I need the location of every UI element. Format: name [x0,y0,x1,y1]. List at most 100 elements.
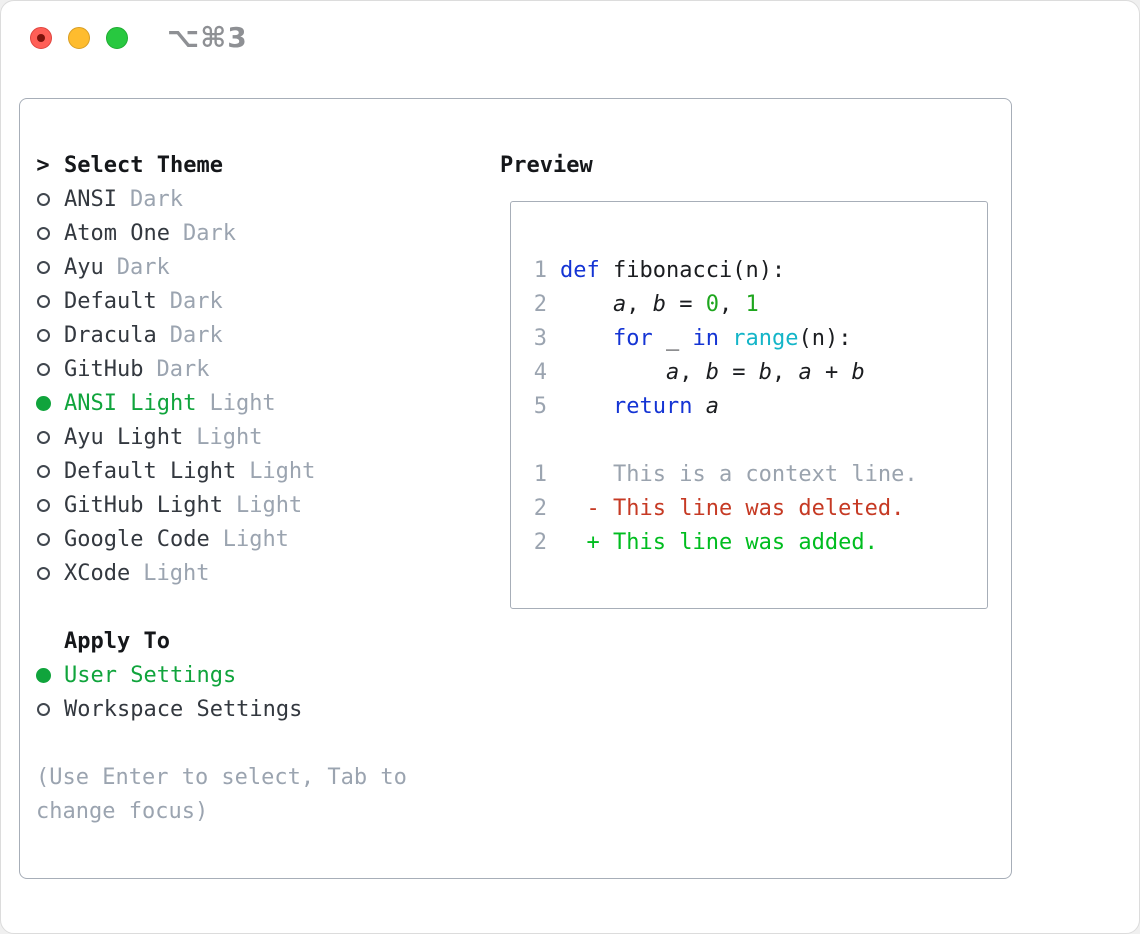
code-token: , [679,360,706,385]
code-token: (n): [798,326,852,351]
theme-option[interactable]: Ayu Light Light [36,420,486,454]
code-token: return [612,394,693,419]
line-number: 2 [533,496,547,521]
code-token [692,394,705,419]
code-token [560,326,613,351]
code-token: = [665,292,706,317]
code-token: _ [652,326,693,351]
line-number: 4 [533,360,547,385]
radio-unselected-icon [36,294,50,308]
theme-option[interactable]: GitHub Light Light [36,488,486,522]
radio-unselected-icon [36,702,50,716]
radio-selected-icon [35,395,51,411]
code-token: + [811,360,852,385]
theme-name: Ayu [64,254,104,280]
code-token: 0 [705,292,719,317]
radio-cell [36,294,50,308]
theme-variant-label: Light [235,492,303,518]
apply-to-header-row: Apply To [36,624,486,658]
code-token: a [665,360,680,385]
line-number: 2 [533,292,547,317]
help-text-line: change focus) [36,798,209,824]
code-token: , [771,360,799,385]
window-title: ⌥⌘3 [167,21,248,54]
radio-unselected-icon [36,362,50,376]
code-token: b [851,360,865,385]
radio-cell [36,566,50,580]
code-line: 5 return a [533,390,987,424]
help-text: (Use Enter to select, Tab to change focus… [36,760,486,828]
radio-cell [36,430,50,444]
theme-option[interactable]: Ayu Dark [36,250,486,284]
theme-variant-label: Dark [116,254,170,280]
radio-unselected-icon [36,464,50,478]
code-token: , [626,292,653,317]
code-token: b [705,360,719,385]
preview-header: Preview [500,152,593,178]
radio-cell [36,532,50,546]
help-text-line: (Use Enter to select, Tab to [36,764,407,790]
apply-to-option[interactable]: Workspace Settings [36,692,486,726]
radio-cell [36,226,50,240]
diff-line: 2 + This line was added. [533,526,987,560]
code-token: range [732,326,799,351]
radio-unselected-icon [36,498,50,512]
theme-name: Ayu Light [64,424,184,450]
diff-line: 1 This is a context line. [533,458,987,492]
select-theme-header: Select Theme [64,152,223,178]
code-token: fibonacci(n): [599,258,786,283]
zoom-button[interactable] [106,27,128,49]
diff-text: + This line was added. [560,530,878,555]
apply-to-label: User Settings [64,662,237,688]
radio-unselected-icon [36,192,50,206]
line-number: 1 [533,462,547,487]
apply-to-header: Apply To [64,628,170,654]
code-token: 1 [745,292,759,317]
radio-cell [36,362,50,376]
radio-cell [36,192,50,206]
code-token [560,394,613,419]
code-token: def [560,258,600,283]
code-line: 4 a, b = b, a + b [533,356,987,390]
theme-name: XCode [64,560,131,586]
theme-name: GitHub Light [64,492,223,518]
code-line: 2 a, b = 0, 1 [533,288,987,322]
radio-cell [35,667,51,683]
theme-variant-label: Dark [129,186,183,212]
theme-name: Default [64,288,157,314]
theme-name: Atom One [64,220,170,246]
code-token: b [758,360,772,385]
code-token [560,360,666,385]
radio-cell [36,260,50,274]
apply-to-option[interactable]: User Settings [35,658,486,692]
theme-variant-label: Dark [182,220,236,246]
code-token: , [718,292,746,317]
diff-line: 2 - This line was deleted. [533,492,987,526]
spacer [533,424,987,458]
theme-name: Default Light [64,458,237,484]
select-theme-header-row: > Select Theme [36,148,486,182]
minimize-button[interactable] [68,27,90,49]
theme-variant-label: Dark [169,322,223,348]
radio-cell [36,498,50,512]
preview-column: Preview 1 def fibonacci(n): 2 a, b = 0, 1 3… [500,148,1000,609]
radio-unselected-icon [36,566,50,580]
close-button[interactable] [30,27,52,49]
theme-variant-label: Light [196,424,263,450]
code-token: a [798,360,812,385]
line-number: 3 [533,326,547,351]
theme-option[interactable]: Atom One Dark [36,216,486,250]
diff-preview: 1 This is a context line.2 - This line w… [533,458,987,560]
